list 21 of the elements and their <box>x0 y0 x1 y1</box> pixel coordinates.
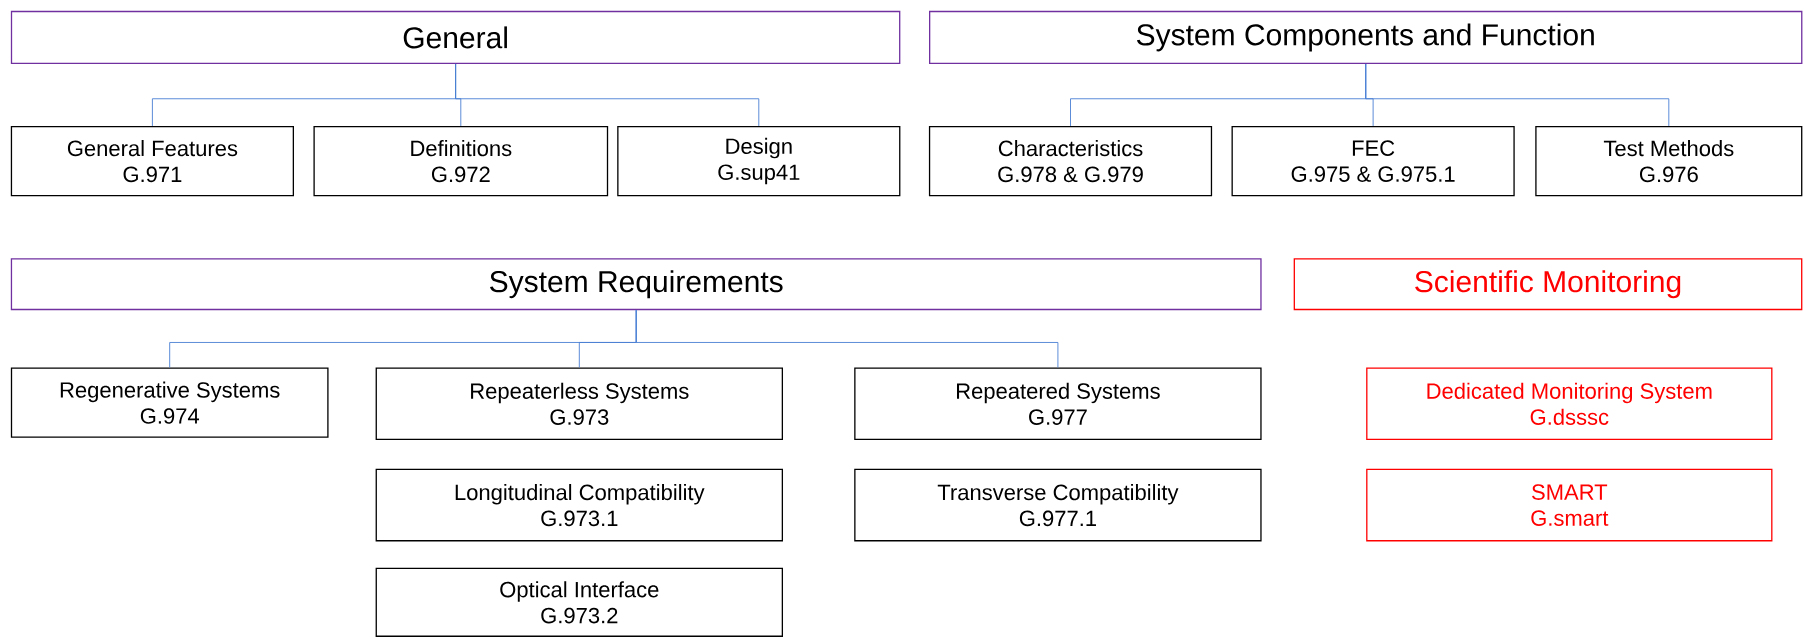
standard-box: Test Methods G.976 <box>1535 125 1803 197</box>
standard-box: General Features G.971 <box>10 125 294 197</box>
standard-box: Repeaterless Systems G.973 <box>375 367 783 441</box>
standard-box: FEC G.975 & G.975.1 <box>1231 125 1515 197</box>
connector-line <box>1365 63 1670 127</box>
standard-box: Dedicated Monitoring System G.dsssc <box>1366 367 1773 441</box>
standard-box: Optical Interface G.973.2 <box>375 567 783 637</box>
standard-box: Regenerative Systems G.974 <box>10 367 329 438</box>
heading-box: System Requirements <box>10 258 1262 311</box>
standard-box: Longitudinal Compatibility G.973.1 <box>375 468 783 542</box>
heading-box: General <box>10 10 901 64</box>
heading-box: System Components and Function <box>929 10 1803 64</box>
standard-box: Characteristics G.978 & G.979 <box>928 125 1213 197</box>
standard-box: SMART G.smart <box>1366 468 1773 542</box>
heading-box: Scientific Monitoring <box>1293 258 1803 311</box>
standard-box: Design G.sup41 <box>617 125 901 197</box>
standard-box: Definitions G.972 <box>313 125 609 197</box>
standard-box: Repeatered Systems G.977 <box>854 367 1262 441</box>
connector-line <box>455 63 760 127</box>
connector-line <box>635 309 1059 368</box>
standard-box: Transverse Compatibility G.977.1 <box>854 468 1262 542</box>
